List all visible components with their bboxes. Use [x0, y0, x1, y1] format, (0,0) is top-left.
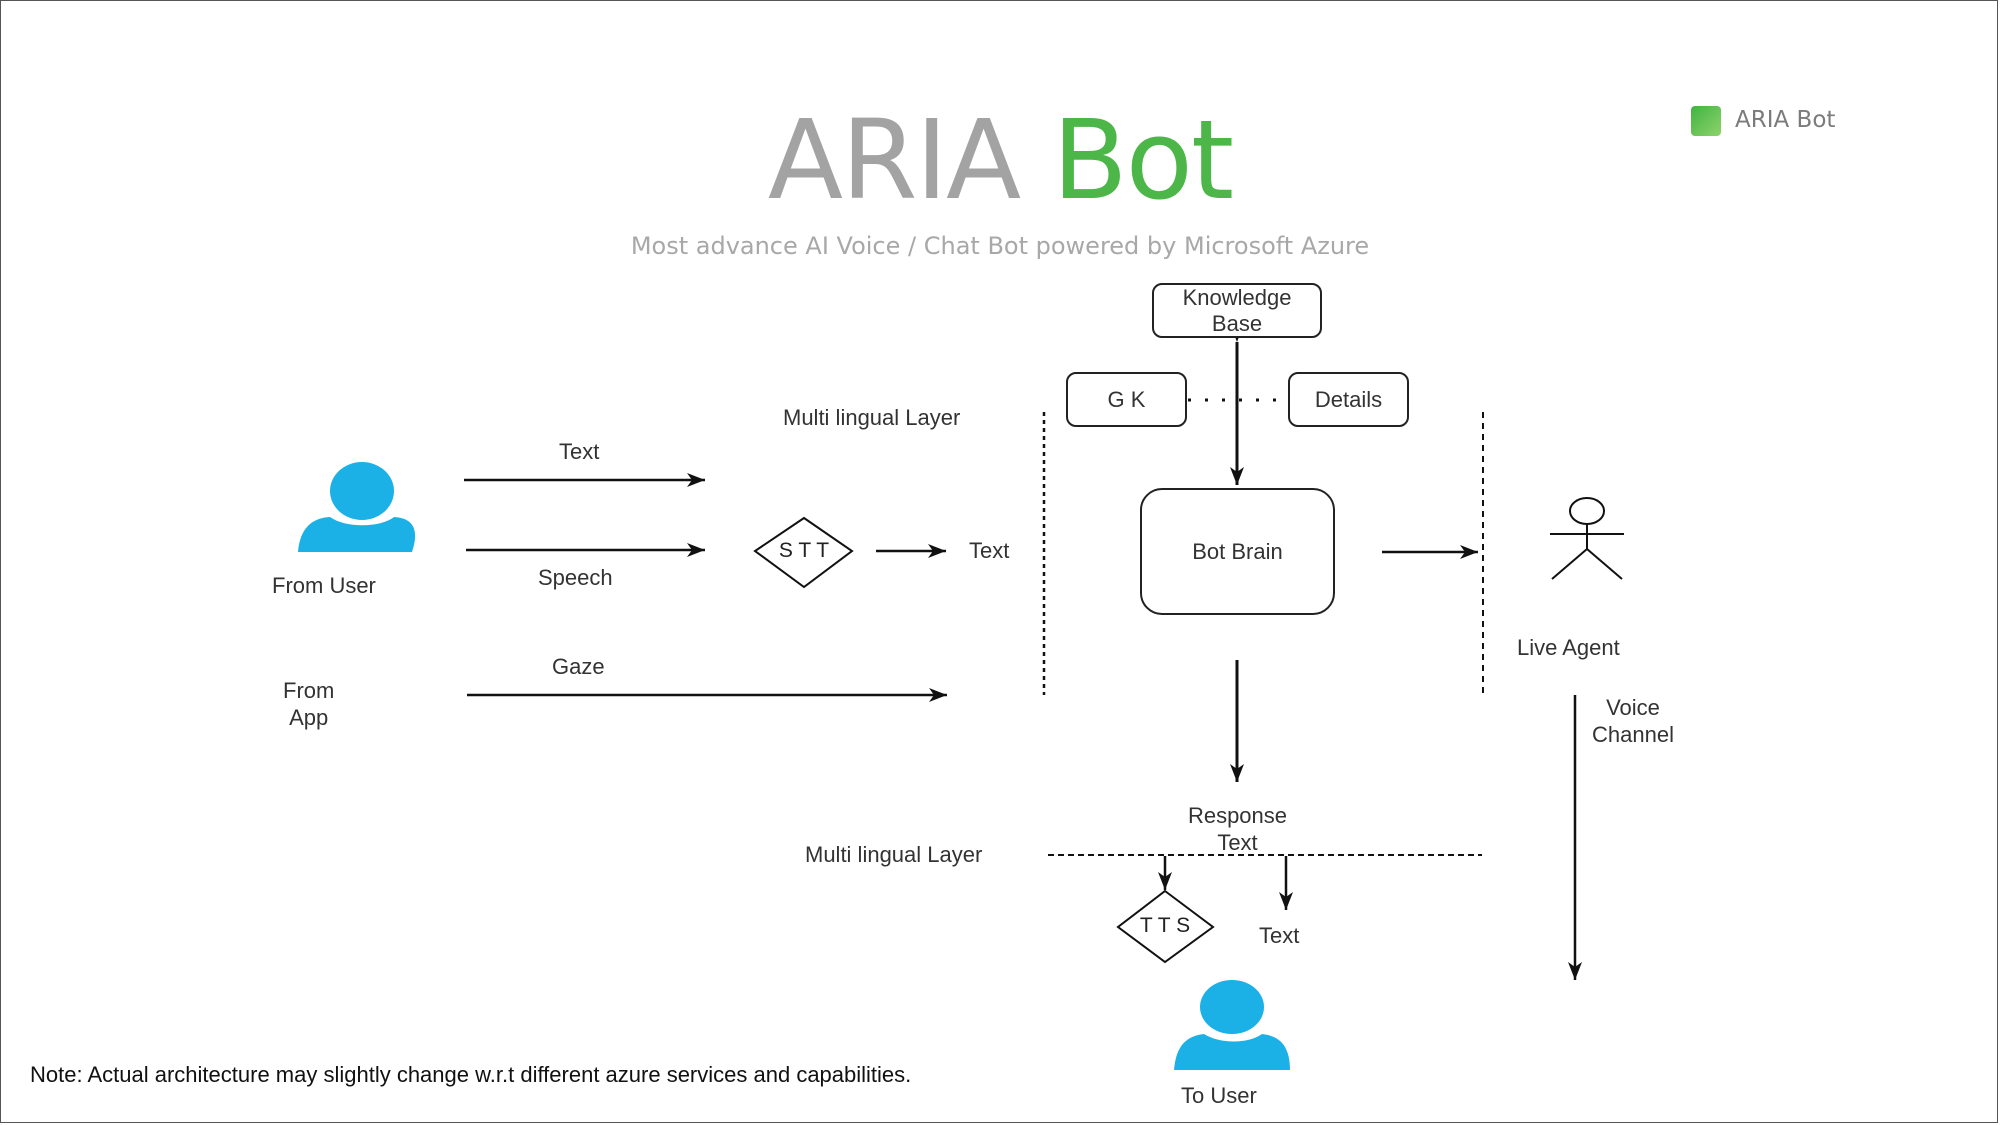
to-user-icon [1174, 980, 1290, 1070]
title-bot: Bot [1052, 96, 1234, 224]
stt-diamond [753, 516, 854, 589]
legend-label: ARIA Bot [1735, 107, 1836, 133]
response-text-line2: Text [1217, 830, 1258, 855]
from-user-icon [298, 462, 416, 552]
stt-output-text: Text [969, 538, 1010, 563]
text-output-label: Text [1259, 923, 1300, 948]
from-app-line1: From [283, 678, 335, 703]
live-agent-label: Live Agent [1517, 635, 1620, 660]
edge-label-speech: Speech [538, 565, 613, 590]
edge-label-gaze: Gaze [552, 654, 605, 679]
voice-channel-line2: Channel [1592, 722, 1674, 747]
live-agent-icon [1550, 497, 1624, 580]
multilingual-layer-bottom-label: Multi lingual Layer [805, 842, 983, 867]
tts-diamond [1116, 889, 1215, 964]
tts-label: T T S [1139, 914, 1191, 937]
knowledge-base-line1: Knowledge [1182, 284, 1292, 310]
slide-title: ARIA Bot [0, 100, 2000, 220]
to-user-label: To User [1181, 1083, 1257, 1108]
edge-label-text: Text [559, 439, 600, 464]
stt-label: S T T [778, 539, 830, 562]
from-app-line2: App [289, 705, 329, 730]
voice-channel-line1: Voice [1606, 695, 1660, 720]
from-user-label: From User [272, 573, 376, 598]
slide-subtitle: Most advance AI Voice / Chat Bot powered… [630, 232, 1370, 260]
multilingual-layer-top-label: Multi lingual Layer [783, 405, 961, 430]
bot-brain-node: Bot Brain [1140, 488, 1335, 615]
title-aria: ARIA [767, 96, 1021, 224]
footnote: Note: Actual architecture may slightly c… [30, 1062, 912, 1087]
details-node: Details [1288, 372, 1409, 427]
response-text-line1: Response [1187, 803, 1288, 828]
gk-node: G K [1066, 372, 1187, 427]
knowledge-base-line2: Base [1211, 310, 1263, 336]
legend-swatch-icon [1691, 106, 1721, 136]
